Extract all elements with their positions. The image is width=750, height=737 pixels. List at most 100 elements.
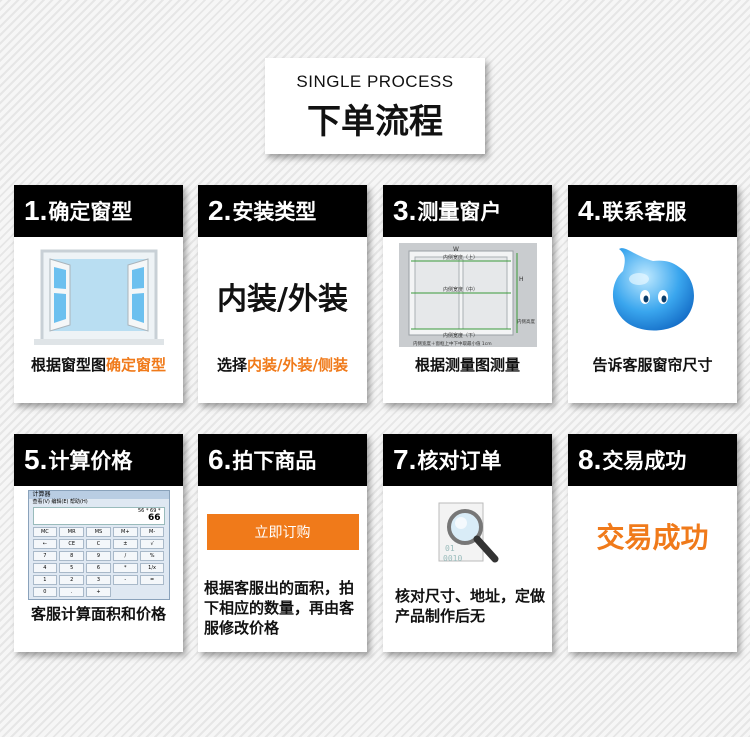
step-card-3: 3. 测量窗户 内侧宽度（上） 内侧宽度（中） 内侧宽度（下） W H 内侧高度… [383,185,552,403]
step-header-3: 3. 测量窗户 [383,185,552,237]
document-magnifier-icon: 01 0010 [438,502,498,563]
chat-bubble-mascot-icon [612,248,694,331]
step-card-4: 4. 联系客服 告诉客服窗帘尺寸 [568,185,737,403]
calculator-key: 5 [59,563,85,573]
calculator-expression: 56 * 69 * [138,508,161,514]
step-label: 计算价格 [48,449,133,473]
step-caption: 告诉客服窗帘尺寸 [592,356,713,374]
calculator-key: 2 [59,575,85,585]
calculator-key: 0 [32,587,58,597]
calculator-key: . [59,587,85,597]
step-card-7: 7. 核对订单 01 0010 核对尺寸、地址，定做产品制作后无 [383,434,552,652]
step-number: 5. [24,444,48,475]
diagram-bottom-label: 内侧宽度＋窗框上中下中取最小值 1cm [413,340,492,347]
step-card-5: 5. 计算价格 计算器 查看(V) 编辑(E) 帮助(H) 56 * 69 * … [14,434,183,652]
doc-digits-2: 0010 [443,554,462,563]
calculator-key: - [112,575,138,585]
caption-highlight: 内装/外装/侧装 [247,356,348,374]
step-card-2: 2. 安装类型 内装/外装 选择内装/外装/侧装 [198,185,367,403]
calculator-key: * [112,563,138,573]
caption-highlight: 确定窗型 [106,356,167,374]
order-button-area: 立即订购 [198,486,367,578]
title-box: SINGLE PROCESS 下单流程 [265,58,485,154]
calculator-key: ± [112,539,138,549]
step-header-6: 6. 拍下商品 [198,434,367,486]
step-label: 确定窗型 [48,200,133,224]
step-number: 7. [393,444,417,475]
calculator-key: % [139,551,165,561]
step-number: 3. [393,195,417,226]
diagram-top-label: 内侧宽度（上） [443,254,478,261]
step-label: 联系客服 [602,200,687,224]
step-caption: 根据测量图测量 [414,356,520,374]
step-card-1: 1. 确定窗型 根据窗型图确定窗型 [14,185,183,403]
diagram-low-label: 内侧宽度（下） [443,332,478,339]
step-number: 2. [208,195,232,226]
calculator-key: 1/x [139,563,165,573]
step-number: 4. [578,195,602,226]
title-english: SINGLE PROCESS [296,72,454,91]
step-label: 核对订单 [417,449,502,473]
measure-diagram: 内侧宽度（上） 内侧宽度（中） 内侧宽度（下） W H 内侧高度 内侧宽度＋窗框… [383,237,552,355]
step-caption: 根据客服出的面积，拍下相应的数量，再由客服修改价格 [204,579,355,637]
diagram-side-label: 内侧高度 [517,318,535,325]
step-number: 6. [208,444,232,475]
calculator-key: MC [32,527,58,537]
verify-order-area: 01 0010 [383,486,552,586]
install-type-text: 内装/外装 [217,282,348,317]
measure-window-icon: 内侧宽度（上） 内侧宽度（中） 内侧宽度（下） W H 内侧高度 内侧宽度＋窗框… [398,243,537,347]
calculator-key: M+ [112,527,138,537]
caption-text: 选择 [217,356,248,374]
calculator-key: √ [139,539,165,549]
calculator-key: 4 [32,563,58,573]
diagram-mid-label: 内侧宽度（中） [443,286,478,293]
step-label: 测量窗户 [417,200,502,224]
step-caption: 根据窗型图确定窗型 [14,355,183,375]
open-window-icon [33,249,164,345]
calculator-key: 3 [86,575,111,585]
step-label: 安装类型 [232,200,317,224]
calculator-key: 1 [32,575,58,585]
install-type-area: 内装/外装 [198,237,367,355]
diagram-w-label: W [453,246,459,253]
step-card-6: 6. 拍下商品 立即订购 根据客服出的面积，拍下相应的数量，再由客服修改价格 [198,434,367,652]
success-area: 交易成功 [568,486,737,586]
step-header-7: 7. 核对订单 [383,434,552,486]
calculator-key: + [86,587,111,597]
step-label: 交易成功 [602,449,687,473]
calculator-key: 9 [86,551,111,561]
step-header-4: 4. 联系客服 [568,185,737,237]
step-number: 1. [24,195,48,226]
step-caption: 客服计算面积和价格 [30,605,166,623]
success-text: 交易成功 [596,521,709,554]
calculator-key: 8 [59,551,85,561]
calculator-key: CE [59,539,85,549]
diagram-h-label: H [519,276,524,283]
calculator-key: M- [139,527,165,537]
calculator-key: 7 [32,551,58,561]
calculator-key: / [112,551,138,561]
window-image [14,237,183,355]
buy-now-button[interactable]: 立即订购 [206,514,359,550]
calculator-key: MR [59,527,85,537]
step-header-2: 2. 安装类型 [198,185,367,237]
step-caption: 核对尺寸、地址，定做产品制作后无 [395,587,546,625]
step-header-8: 8. 交易成功 [568,434,737,486]
calculator-key: = [139,575,165,585]
calculator-key: ← [32,539,58,549]
caption-text: 根据窗型图 [30,356,106,374]
step-card-8: 8. 交易成功 交易成功 [568,434,737,652]
step-caption: 选择内装/外装/侧装 [198,355,367,375]
doc-digits-1: 01 [445,544,455,553]
calculator-key: C [86,539,111,549]
calculator-display: 56 * 69 * 66 [32,507,165,525]
step-label: 拍下商品 [232,449,317,473]
calculator-title: 计算器 [28,491,169,499]
calculator-result: 66 [147,513,161,523]
calculator-key: MS [86,527,111,537]
calculator-key: 6 [86,563,111,573]
calculator-menu: 查看(V) 编辑(E) 帮助(H) [32,499,88,505]
